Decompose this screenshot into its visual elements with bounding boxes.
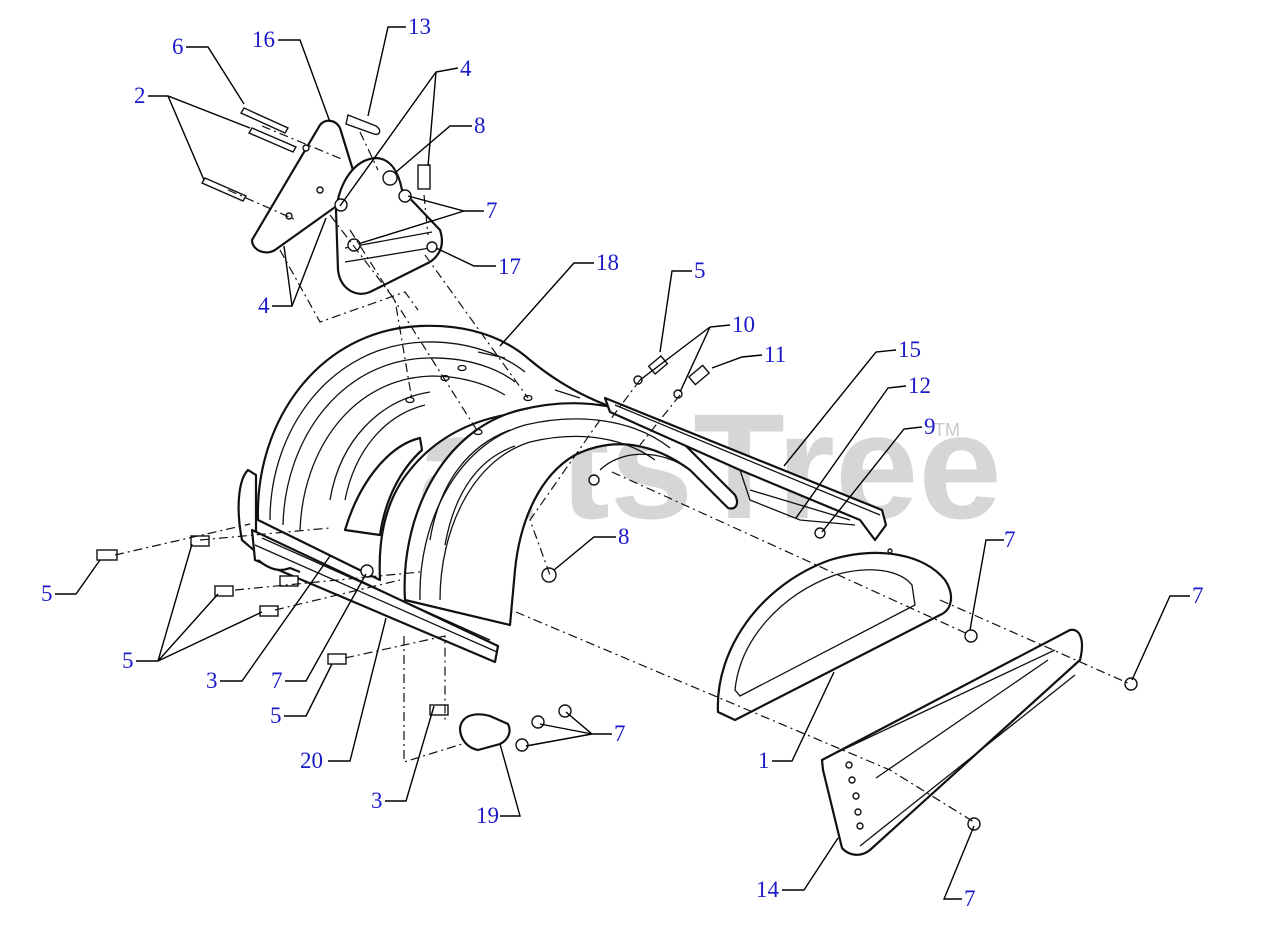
callout-label: 13: [408, 14, 431, 39]
callout-label: 3: [371, 788, 383, 813]
watermark-trademark: TM: [934, 420, 960, 440]
callout-label: 3: [206, 668, 218, 693]
deflector-part-1: [716, 548, 953, 722]
callout-label: 19: [476, 803, 499, 828]
bracket-plate-part-14: [820, 628, 1084, 856]
callout-label: 8: [474, 113, 486, 138]
callout-label: 4: [258, 293, 270, 318]
callout-label: 6: [172, 34, 184, 59]
callout-label: 1: [758, 748, 770, 773]
callout-label: 5: [270, 703, 282, 728]
callout-label: 7: [486, 198, 498, 223]
callout-label: 5: [694, 258, 706, 283]
callout-label: 7: [1192, 583, 1204, 608]
callout-label: 18: [596, 250, 619, 275]
callout-label: 7: [271, 668, 283, 693]
pivot-block-part-19: [458, 713, 511, 752]
callout-label: 17: [498, 254, 521, 279]
callout-label: 10: [732, 312, 755, 337]
callout-label: 15: [898, 337, 921, 362]
base-rail-part-20: [250, 528, 500, 664]
assembly-lines: [114, 125, 1131, 823]
callout-label: 7: [1004, 527, 1016, 552]
callout-label: 5: [122, 648, 134, 673]
callout-label: 14: [756, 877, 780, 902]
callout-label: 2: [134, 83, 146, 108]
callout-label: 7: [614, 721, 626, 746]
callout-label: 8: [618, 524, 630, 549]
callout-labels: 6 16 13 4 2 8 7 17 4 18 5 10 11 15 12 9 …: [41, 14, 1204, 911]
callout-label: 20: [300, 748, 323, 773]
callout-leaders: [55, 26, 1190, 900]
callout-label: 12: [908, 373, 931, 398]
callout-label: 16: [252, 27, 275, 52]
callout-label: 11: [764, 342, 786, 367]
callout-label: 4: [460, 56, 472, 81]
callout-label: 9: [924, 414, 936, 439]
callout-label: 7: [964, 886, 976, 911]
chute-rail-part-15: [603, 396, 888, 542]
callout-label: 5: [41, 581, 53, 606]
main-housing-part-18: [237, 324, 739, 627]
